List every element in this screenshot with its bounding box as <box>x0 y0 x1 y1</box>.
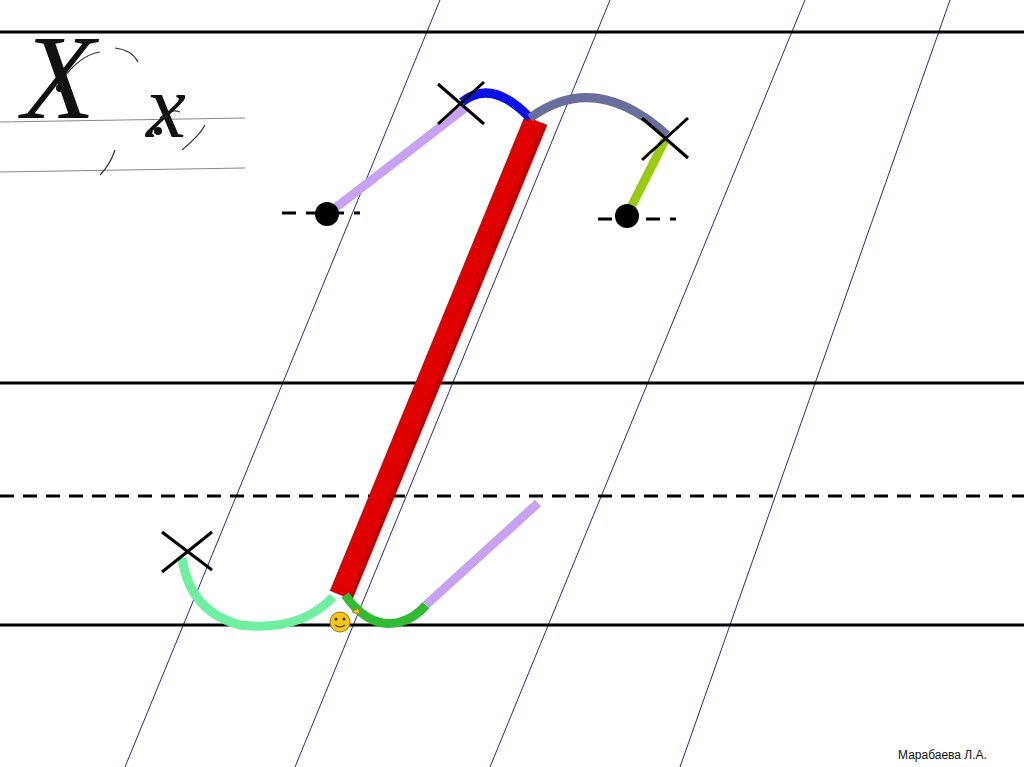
lowercase-letter-sample: х <box>146 62 186 152</box>
middle-dashed-line <box>0 495 1024 498</box>
author-watermark: Марабаева Л.А. <box>898 749 987 761</box>
letter-strokes <box>182 93 667 626</box>
capital-letter-sample: Х <box>22 18 95 138</box>
stop-cross <box>162 82 688 572</box>
main-stroke <box>340 120 535 595</box>
start-point <box>282 202 676 228</box>
ruling-lines <box>0 32 1024 625</box>
smiley-icon <box>330 608 360 632</box>
